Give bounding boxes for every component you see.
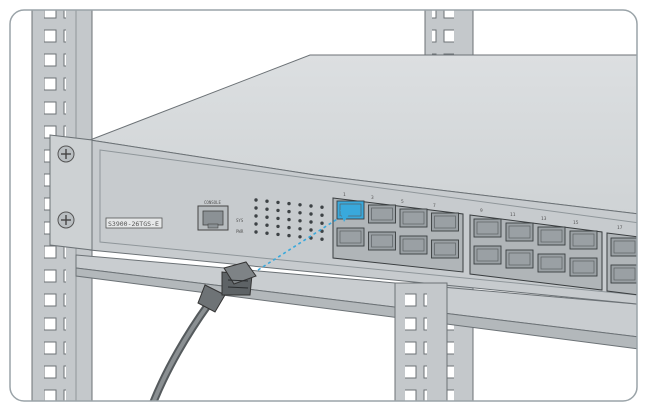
rack-shelf xyxy=(75,254,637,351)
rj45-port-icon xyxy=(336,227,365,247)
led-label-sys: SYS xyxy=(236,218,244,223)
led-indicator xyxy=(287,233,291,238)
model-label-text: S3900-26TGS-E xyxy=(108,220,159,228)
rj45-port-icon xyxy=(431,212,459,232)
port-block-1 xyxy=(332,197,464,273)
led-indicator xyxy=(320,205,324,209)
led-indicator xyxy=(298,211,302,215)
rj45-port-icon xyxy=(505,222,534,242)
rj45-port-icon xyxy=(368,204,396,224)
led-indicator-grid xyxy=(254,198,324,241)
led-indicator xyxy=(298,227,302,231)
led-indicator xyxy=(320,237,324,241)
rj45-port-icon xyxy=(610,264,637,284)
port-number: 13 xyxy=(541,216,547,222)
led-indicator xyxy=(276,200,280,205)
led-indicator xyxy=(287,225,291,230)
rj45-port-icon xyxy=(431,239,459,259)
rj45-port-icon xyxy=(537,226,566,246)
led-indicator xyxy=(309,204,313,208)
led-indicator xyxy=(276,216,280,221)
rj45-port-icon xyxy=(368,231,396,251)
led-indicator xyxy=(254,206,258,210)
led-indicator xyxy=(254,230,258,234)
led-indicator xyxy=(265,199,269,203)
led-indicator xyxy=(276,208,280,213)
led-indicator xyxy=(298,235,302,239)
rj45-port-icon xyxy=(569,257,598,277)
led-indicator xyxy=(265,231,269,235)
led-indicator xyxy=(276,232,280,237)
illustration-frame xyxy=(9,9,638,402)
rj45-port-icon xyxy=(399,208,428,228)
rack-screw-icon xyxy=(57,145,75,163)
led-indicator xyxy=(254,198,258,202)
network-cable-icon xyxy=(146,261,257,401)
port-number: 1 xyxy=(343,192,346,198)
port-block-2 xyxy=(469,214,603,291)
led-indicator xyxy=(265,215,269,219)
port-numbers-group3: 17 xyxy=(617,225,623,231)
rj45-port-icon xyxy=(610,237,637,257)
led-indicator xyxy=(254,214,258,218)
rj45-port-icon xyxy=(473,245,502,265)
led-label-pwr: PWR xyxy=(236,229,244,234)
port-number: 9 xyxy=(480,208,483,214)
led-indicator xyxy=(254,222,258,226)
led-indicator xyxy=(320,221,324,225)
port-numbers-group2: 9 11 13 15 xyxy=(480,208,579,226)
rj45-port-icon xyxy=(505,249,534,269)
port-number: 7 xyxy=(433,203,436,209)
port-number: 15 xyxy=(573,220,579,226)
led-indicator xyxy=(287,209,291,214)
mounting-ear xyxy=(49,134,93,251)
port-block-3 xyxy=(606,232,637,297)
port-number: 5 xyxy=(401,199,404,205)
rj45-port-icon xyxy=(569,230,598,250)
port-number: 3 xyxy=(371,195,374,201)
rj45-port-icon xyxy=(399,235,428,255)
led-indicator xyxy=(287,217,291,222)
rj45-port-icon xyxy=(473,218,502,238)
led-indicator xyxy=(265,223,269,227)
port-number: 17 xyxy=(617,225,623,231)
led-indicator xyxy=(309,228,313,232)
led-indicator xyxy=(298,203,302,207)
led-indicator xyxy=(320,213,324,217)
led-indicator xyxy=(309,212,313,216)
led-indicator xyxy=(309,220,313,224)
model-label: S3900-26TGS-E xyxy=(105,217,163,229)
led-indicator xyxy=(287,201,291,206)
insertion-arrow-icon xyxy=(257,210,352,271)
console-label-text: CONSOLE xyxy=(204,200,221,205)
port-number: 11 xyxy=(510,212,516,218)
rack-screw-icon xyxy=(57,211,75,229)
console-port: CONSOLE xyxy=(197,200,229,231)
led-indicator xyxy=(298,219,302,223)
rj45-port-icon xyxy=(537,253,566,273)
rack-rail-front-right xyxy=(394,282,448,401)
led-indicator xyxy=(265,207,269,211)
port-numbers-group1: 1 3 5 7 xyxy=(343,192,436,209)
led-indicator xyxy=(276,224,280,229)
